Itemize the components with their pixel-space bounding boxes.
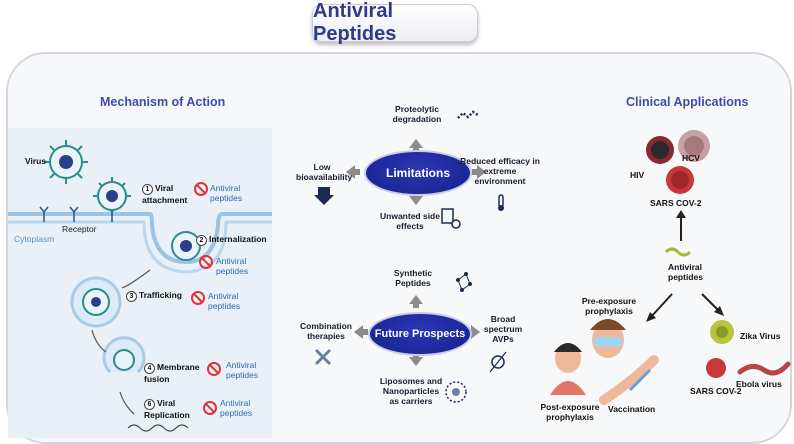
synthetic-peptides-icon	[456, 272, 472, 292]
limit-arrow-left	[346, 165, 360, 179]
cell-membrane-inner	[8, 220, 272, 274]
post-exposure-label: Post-exposure prophylaxis	[540, 402, 600, 422]
limit-arrow-down	[409, 192, 423, 205]
thermometer-icon	[498, 194, 504, 211]
future-synthetic: Synthetic Peptides	[393, 268, 433, 288]
endosome-icon	[70, 276, 122, 328]
future-broad-spectrum: Broad spectrum AVPs	[483, 314, 523, 344]
hcv-label: HCV	[682, 153, 700, 163]
hiv-label: HIV	[630, 170, 645, 180]
sars-top-label: SARS COV-2	[650, 198, 702, 208]
future-combination: Combination therapies	[300, 321, 352, 341]
hiv-virus-icon	[646, 136, 674, 164]
virus-icon	[44, 140, 88, 184]
virus-label: Virus	[25, 156, 47, 166]
future-arrow-down	[409, 353, 423, 366]
limitations-node: Limitations	[364, 150, 472, 196]
rna-strand	[127, 424, 189, 432]
nanoparticle-icon	[445, 381, 467, 403]
vaccination-icon	[599, 355, 659, 405]
arrow-to-fusion	[91, 329, 107, 353]
limit-arrow-up	[409, 139, 423, 152]
future-arrow-right	[466, 325, 480, 339]
arrow-to-viruses-2-head	[714, 306, 724, 316]
pre-exposure-label: Pre-exposure prophylaxis	[581, 296, 637, 316]
arrow-to-trafficking	[121, 269, 151, 289]
combination-icon	[314, 348, 332, 366]
sars-virus-icon	[666, 166, 694, 194]
bioavailability-icon	[314, 187, 334, 205]
hcv-virus-icon	[678, 130, 710, 162]
antiviral-label-2: Antiviral peptides	[216, 256, 249, 276]
ebola-virus-icon	[737, 361, 791, 376]
limitation-reduced-efficacy: Reduced efficacy in extreme environment	[460, 156, 540, 186]
antiviral-label-3: Antiviral peptides	[208, 291, 241, 311]
future-liposomes: Liposomes and Nanoparticles as carriers	[379, 376, 443, 406]
cell-membrane	[8, 212, 272, 265]
limitation-proteolytic: Proteolytic degradation	[392, 104, 442, 124]
prohibit-icons	[191, 182, 221, 415]
limitation-side-effects: Unwanted side effects	[380, 211, 440, 231]
peptide-icon	[664, 247, 692, 257]
clinical-antiviral-label: Antiviral peptides	[668, 262, 703, 282]
mechanism-title: Mechanism of Action	[100, 95, 226, 109]
person-sick-icon	[550, 343, 586, 395]
page-title: Antiviral Peptides	[312, 0, 478, 45]
antiviral-label-4: Antiviral peptides	[226, 360, 259, 380]
person-mask-icon	[590, 319, 626, 358]
zika-virus-icon	[710, 320, 734, 344]
antiviral-label-1: Antiviral peptides	[210, 183, 243, 203]
future-prospects-node: Future Prospects	[368, 312, 472, 356]
arrow-to-replication	[119, 391, 135, 415]
internalizing-virus-icon	[171, 231, 201, 261]
vaccination-label: Vaccination	[608, 404, 656, 414]
limit-arrow-right	[472, 165, 486, 179]
arrow-to-prophylaxis	[649, 293, 673, 319]
ebola-label: Ebola virus	[736, 379, 782, 389]
cytoplasm-label: Cytoplasm	[14, 234, 55, 244]
degradation-icon	[457, 110, 479, 119]
sars-bottom-label: SARS COV-2	[690, 386, 742, 396]
side-effects-icon	[441, 208, 461, 229]
arrow-to-prophylaxis-head	[646, 312, 656, 322]
broad-spectrum-icon	[489, 351, 507, 373]
clinical-title: Clinical Applications	[626, 95, 749, 109]
limitation-bioavailability: Low bioavailability	[296, 162, 353, 182]
zika-label: Zika Virus	[740, 331, 781, 341]
arrow-up-head	[676, 210, 686, 218]
future-arrow-up	[409, 295, 423, 308]
mechanism-panel	[8, 128, 272, 438]
attached-virus-icon	[93, 177, 131, 211]
antiviral-label-5: Antiviral peptides	[220, 398, 253, 418]
fusion-icon	[102, 336, 146, 374]
sars-virus-icon-2	[706, 358, 726, 378]
future-arrow-left	[354, 325, 368, 339]
receptor-label: Receptor	[62, 224, 97, 234]
